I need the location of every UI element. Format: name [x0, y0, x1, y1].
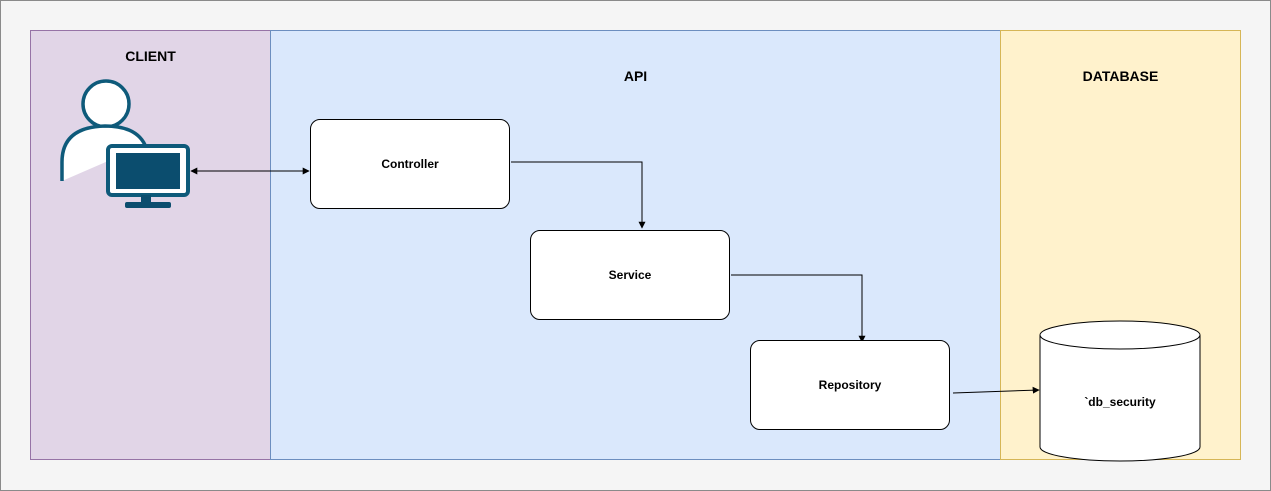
user-computer-icon[interactable] [60, 79, 190, 208]
client-lane: CLIENT [30, 30, 271, 460]
repository-label: Repository [818, 378, 882, 392]
database-lane-title: DATABASE [1082, 68, 1159, 84]
edge-controller-service [511, 161, 646, 229]
edge-service-repository [731, 274, 866, 343]
api-lane-title: API [623, 68, 648, 84]
controller-label: Controller [381, 157, 439, 171]
database-label: `db_security [1084, 395, 1156, 409]
database-cylinder-icon[interactable] [1039, 320, 1201, 462]
service-node[interactable]: Service [530, 230, 730, 320]
service-label: Service [608, 268, 652, 282]
controller-node[interactable]: Controller [310, 119, 510, 209]
edge-repository-database [952, 386, 1040, 394]
client-lane-title: CLIENT [125, 48, 176, 64]
repository-node[interactable]: Repository [750, 340, 950, 430]
